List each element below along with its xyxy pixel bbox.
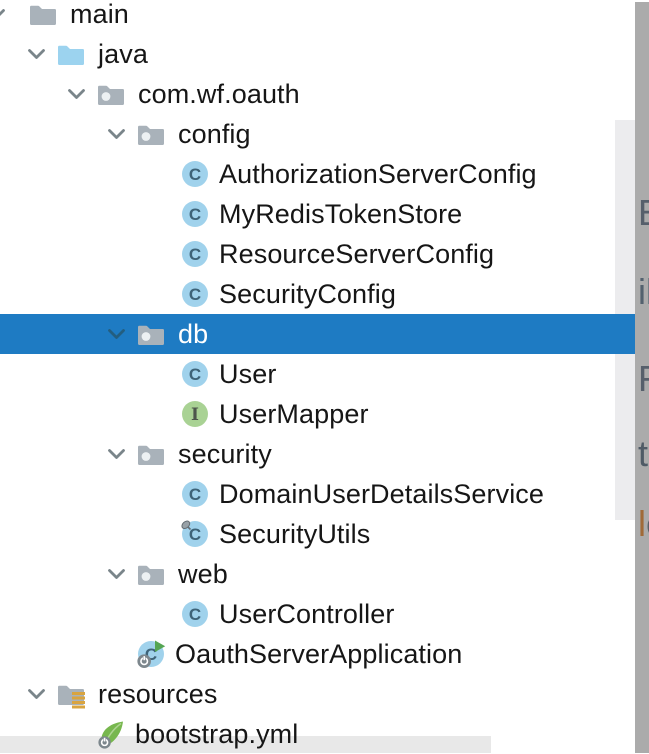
tree-item-usermapper[interactable]: I UserMapper — [0, 394, 649, 434]
svg-text:C: C — [189, 165, 201, 184]
class-icon: C — [180, 359, 210, 389]
svg-text:C: C — [189, 245, 201, 264]
package-icon — [96, 79, 126, 109]
tree-item-label: UserController — [219, 598, 395, 629]
tree-item-label: config — [178, 118, 251, 149]
tree-item-usercontroller[interactable]: C UserController — [0, 594, 649, 634]
editor-text-fragment: E — [638, 195, 649, 231]
pinned-class-icon: C — [180, 519, 210, 549]
tree-item-label: web — [178, 558, 228, 589]
package-icon — [136, 319, 166, 349]
spring-boot-application-class-icon: C — [136, 639, 166, 669]
tree-horizontal-scrollbar-thumb[interactable] — [0, 736, 491, 753]
svg-text:C: C — [189, 365, 201, 384]
tree-item-label: AuthorizationServerConfig — [219, 158, 537, 189]
chevron-down-icon[interactable] — [108, 128, 125, 140]
package-icon — [136, 559, 166, 589]
tree-item-securityconfig[interactable]: C SecurityConfig — [0, 274, 649, 314]
editor-text-fragment: F — [638, 361, 649, 397]
tree-item-com-wf-oauth[interactable]: com.wf.oauth — [0, 74, 649, 114]
tree-item-security[interactable]: security — [0, 434, 649, 474]
interface-icon: I — [180, 399, 210, 429]
tree-item-resourceserverconfig[interactable]: C ResourceServerConfig — [0, 234, 649, 274]
class-icon: C — [180, 239, 210, 269]
class-icon: C — [180, 279, 210, 309]
tree-item-label: ResourceServerConfig — [219, 238, 495, 269]
tree-item-label: OauthServerApplication — [175, 638, 463, 669]
class-icon: C — [180, 599, 210, 629]
tree-item-authorizationserverconfig[interactable]: C AuthorizationServerConfig — [0, 154, 649, 194]
tree-item-securityutils[interactable]: C SecurityUtils — [0, 514, 649, 554]
chevron-down-icon[interactable] — [108, 328, 125, 340]
package-icon — [136, 439, 166, 469]
editor-text-fragment: le — [638, 503, 649, 544]
tree-item-domainuserdetailsservice[interactable]: C DomainUserDetailsService — [0, 474, 649, 514]
spring-boot-yml-file-icon — [96, 719, 126, 749]
tree-item-resources[interactable]: resources — [0, 674, 649, 714]
tree-item-config[interactable]: config — [0, 114, 649, 154]
svg-text:I: I — [191, 405, 199, 425]
tree-item-user[interactable]: C User — [0, 354, 649, 394]
tree-item-label: User — [219, 358, 277, 389]
tree-item-java[interactable]: java — [0, 34, 649, 74]
tree-item-label: DomainUserDetailsService — [219, 478, 545, 509]
chevron-down-icon[interactable] — [28, 48, 45, 60]
tree-item-web[interactable]: web — [0, 554, 649, 594]
svg-text:C: C — [189, 485, 201, 504]
source-folder-icon — [56, 39, 86, 69]
tree-item-label: main — [70, 0, 129, 29]
tree-item-db[interactable]: db — [0, 314, 649, 354]
chevron-down-icon[interactable] — [0, 8, 5, 20]
editor-text-fragment: ti — [638, 433, 649, 474]
tree-item-myredistokenstore[interactable]: C MyRedisTokenStore — [0, 194, 649, 234]
tree-item-oauthserverapplication[interactable]: C OauthServerApplication — [0, 634, 649, 674]
chevron-down-icon[interactable] — [108, 568, 125, 580]
tree-item-bootstrap-yml[interactable]: bootstrap.yml — [0, 714, 649, 754]
svg-text:C: C — [189, 525, 201, 544]
class-icon: C — [180, 159, 210, 189]
chevron-down-icon[interactable] — [28, 688, 45, 700]
package-icon — [136, 119, 166, 149]
class-icon: C — [180, 479, 210, 509]
chevron-down-icon[interactable] — [108, 448, 125, 460]
svg-text:C: C — [189, 205, 201, 224]
svg-text:C: C — [189, 605, 201, 624]
tree-item-label: resources — [98, 678, 218, 709]
tree-item-main[interactable]: main — [0, 0, 649, 34]
tree-item-label: SecurityUtils — [219, 518, 371, 549]
resources-folder-icon — [56, 679, 86, 709]
tree-item-label: UserMapper — [219, 398, 369, 429]
chevron-down-icon[interactable] — [68, 88, 85, 100]
tree-item-label: MyRedisTokenStore — [219, 198, 463, 229]
tree-item-label: com.wf.oauth — [138, 78, 300, 109]
svg-text:C: C — [189, 285, 201, 304]
tree-item-label: java — [98, 38, 148, 69]
editor-pane-sliver: EilFti le — [635, 2, 649, 753]
tree-item-label: db — [178, 318, 209, 349]
tree-item-label: security — [178, 438, 272, 469]
tree-item-label: SecurityConfig — [219, 278, 396, 309]
class-icon: C — [180, 199, 210, 229]
folder-icon — [28, 0, 58, 29]
tree-item-label: bootstrap.yml — [135, 718, 299, 749]
editor-text-fragment: il — [638, 271, 649, 312]
